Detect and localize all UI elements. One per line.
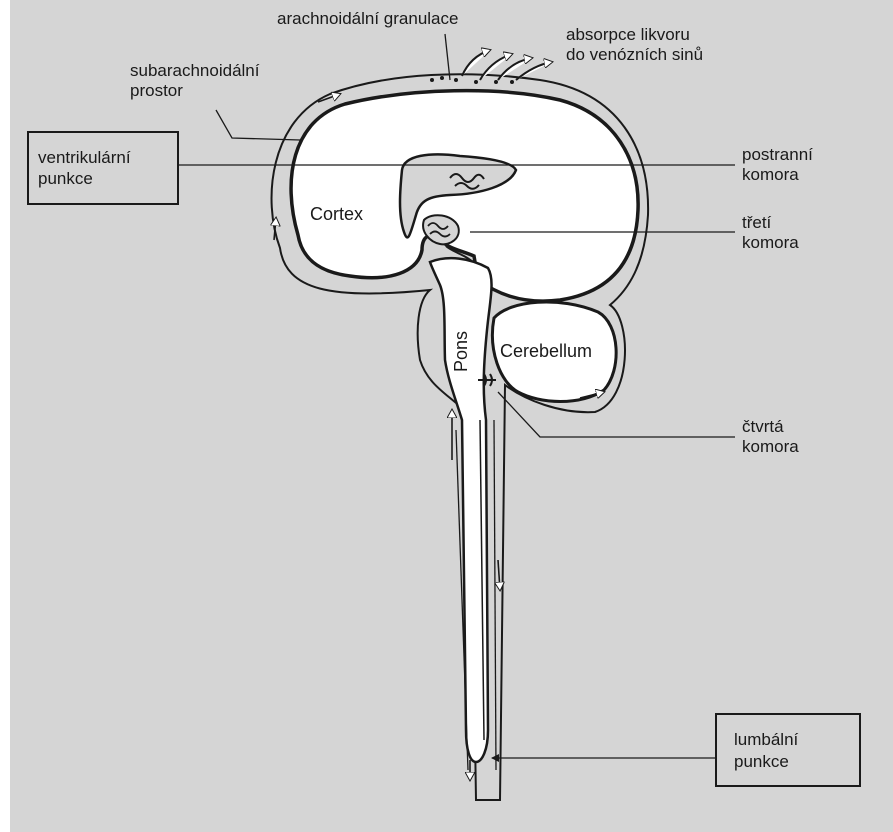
label-lumbar-puncture-2: punkce [734,752,789,771]
label-arachnoid-granulation: arachnoidální granulace [277,9,458,28]
label-fourth-ventricle-1: čtvrtá [742,417,784,436]
label-pons: Pons [451,331,471,372]
label-ventricular-puncture-1: ventrikulární [38,148,131,167]
label-subarachnoid-1: subarachnoidální [130,61,260,80]
label-third-ventricle-2: komora [742,233,799,252]
label-fourth-ventricle-2: komora [742,437,799,456]
label-third-ventricle-1: třetí [742,213,772,232]
label-cortex: Cortex [310,204,363,224]
label-lumbar-puncture-1: lumbální [734,730,799,749]
label-lateral-ventricle-2: komora [742,165,799,184]
label-absorption-2: do venózních sinů [566,45,703,64]
label-cerebellum: Cerebellum [500,341,592,361]
label-subarachnoid-2: prostor [130,81,183,100]
label-absorption-1: absorpce likvoru [566,25,690,44]
label-lateral-ventricle-1: postranní [742,145,813,164]
left-margin-strip [0,0,10,832]
label-ventricular-puncture-2: punkce [38,169,93,188]
